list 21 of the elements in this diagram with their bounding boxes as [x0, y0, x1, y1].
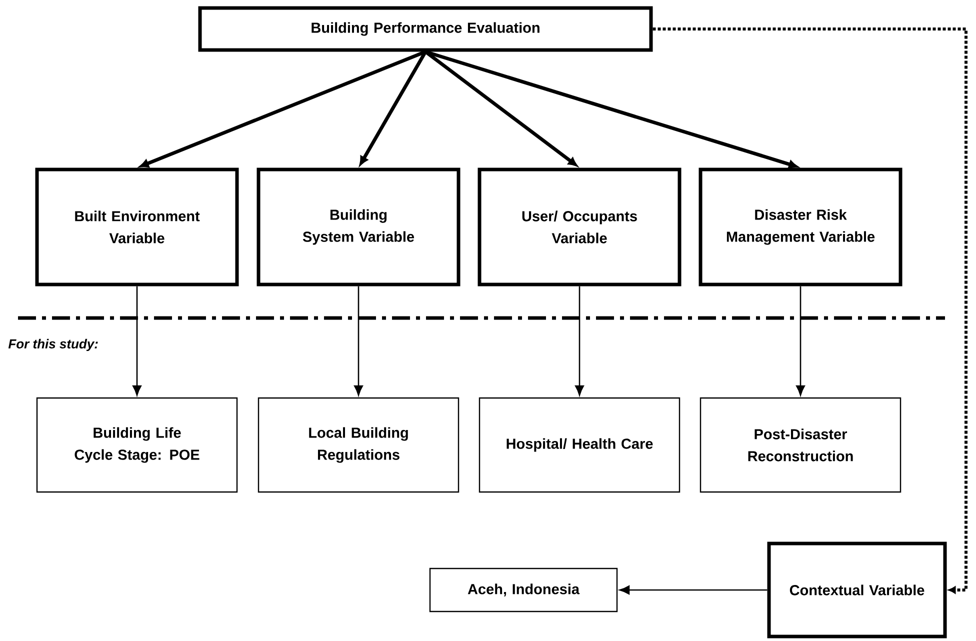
arrow [575, 286, 584, 396]
arrow [140, 50, 426, 168]
arrow [360, 50, 428, 166]
context-box: Contextual Variable [767, 542, 947, 638]
variable-box: User/ Occupants Variable [478, 168, 682, 286]
variable-box: Building System Variable [256, 168, 460, 286]
arrow [132, 286, 142, 396]
section-note: For this study: [8, 338, 98, 352]
variable-box: Built Environment Variable [35, 168, 239, 286]
arrow [619, 586, 768, 594]
study-box: Hospital/ Health Care [478, 397, 680, 493]
title-box: Building Performance Evaluation [198, 6, 653, 52]
arrow [652, 28, 968, 594]
arrow [796, 286, 805, 396]
study-box: Local Building Regulations [258, 397, 460, 493]
arrow [424, 50, 798, 168]
study-box: Post-Disaster Reconstruction [700, 397, 902, 493]
arrow [354, 286, 363, 396]
location-box: Aceh, Indonesia [429, 568, 618, 612]
study-box: Building Life Cycle Stage: POE [36, 397, 238, 493]
variable-box: Disaster Risk Management Variable [698, 168, 902, 286]
